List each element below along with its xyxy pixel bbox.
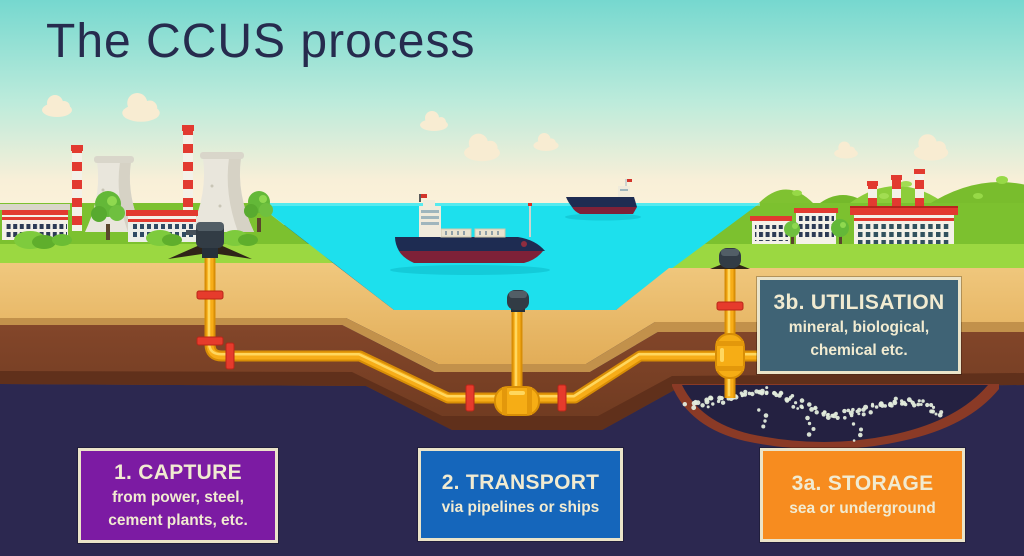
step-box-transport: 2. TRANSPORT via pipelines or ships <box>418 448 623 541</box>
step-capture-description: cement plants, etc. <box>108 511 248 529</box>
sky <box>0 0 1024 225</box>
bush-icon <box>14 230 258 249</box>
cloud-icon <box>420 111 448 131</box>
step-transport-heading: 2. TRANSPORT <box>441 471 600 495</box>
wellhead-icon <box>168 222 252 259</box>
step-box-utilisation: 3b. UTILISATION mineral, biological, che… <box>757 277 961 374</box>
step-storage-heading: 3a. STORAGE <box>791 471 934 495</box>
cloud-icon <box>464 133 500 162</box>
step-storage-description: sea or underground <box>789 499 936 517</box>
power-plant-illustration <box>0 125 273 249</box>
chimney-icon <box>914 169 925 206</box>
chimney-icon <box>71 145 83 231</box>
step-utilisation-description: chemical etc. <box>810 341 908 359</box>
cloud-icon <box>913 134 949 161</box>
step-utilisation-description: mineral, biological, <box>788 319 930 337</box>
chimney-icon <box>891 175 902 206</box>
step-utilisation-heading: 3b. UTILISATION <box>773 291 945 315</box>
injection-well-tank-icon <box>715 333 745 379</box>
step-box-storage: 3a. STORAGE sea or underground <box>760 448 965 542</box>
co2-bubbles <box>682 386 944 442</box>
valve-icon <box>196 290 224 300</box>
step-capture-heading: 1. CAPTURE <box>114 461 242 485</box>
small-ship-illustration <box>565 179 641 221</box>
factory-building <box>850 206 958 244</box>
factory-illustration <box>750 169 958 244</box>
cooling-tower-icon <box>190 152 254 232</box>
tree-icon <box>91 191 125 240</box>
factory-building <box>794 208 838 244</box>
cloud-icon <box>122 93 160 122</box>
wellhead-icon <box>507 290 529 312</box>
tree-icon <box>831 219 849 244</box>
factory-building <box>750 216 792 244</box>
valve-icon <box>465 384 475 412</box>
clouds <box>42 93 949 162</box>
valve-icon <box>225 342 235 370</box>
chimney-icon <box>867 181 878 206</box>
chimney-icon <box>182 125 194 215</box>
cloud-icon <box>42 95 72 117</box>
page-title: The CCUS process <box>46 15 476 68</box>
cargo-ship-illustration <box>390 194 550 275</box>
valve-icon <box>557 384 567 412</box>
valve-icon <box>716 301 744 311</box>
step-box-capture: 1. CAPTURE from power, steel, cement pla… <box>78 448 278 543</box>
tree-icon <box>784 221 800 244</box>
cloud-icon <box>533 133 559 151</box>
valve-icons <box>196 290 744 412</box>
step-capture-description: from power, steel, <box>112 489 244 507</box>
wellhead-icon <box>710 248 750 269</box>
valve-icon <box>196 336 224 346</box>
compressor-station-icon <box>494 386 540 416</box>
cloud-icon <box>834 141 858 159</box>
step-transport-description: via pipelines or ships <box>441 499 600 517</box>
tree-icon <box>244 191 273 232</box>
